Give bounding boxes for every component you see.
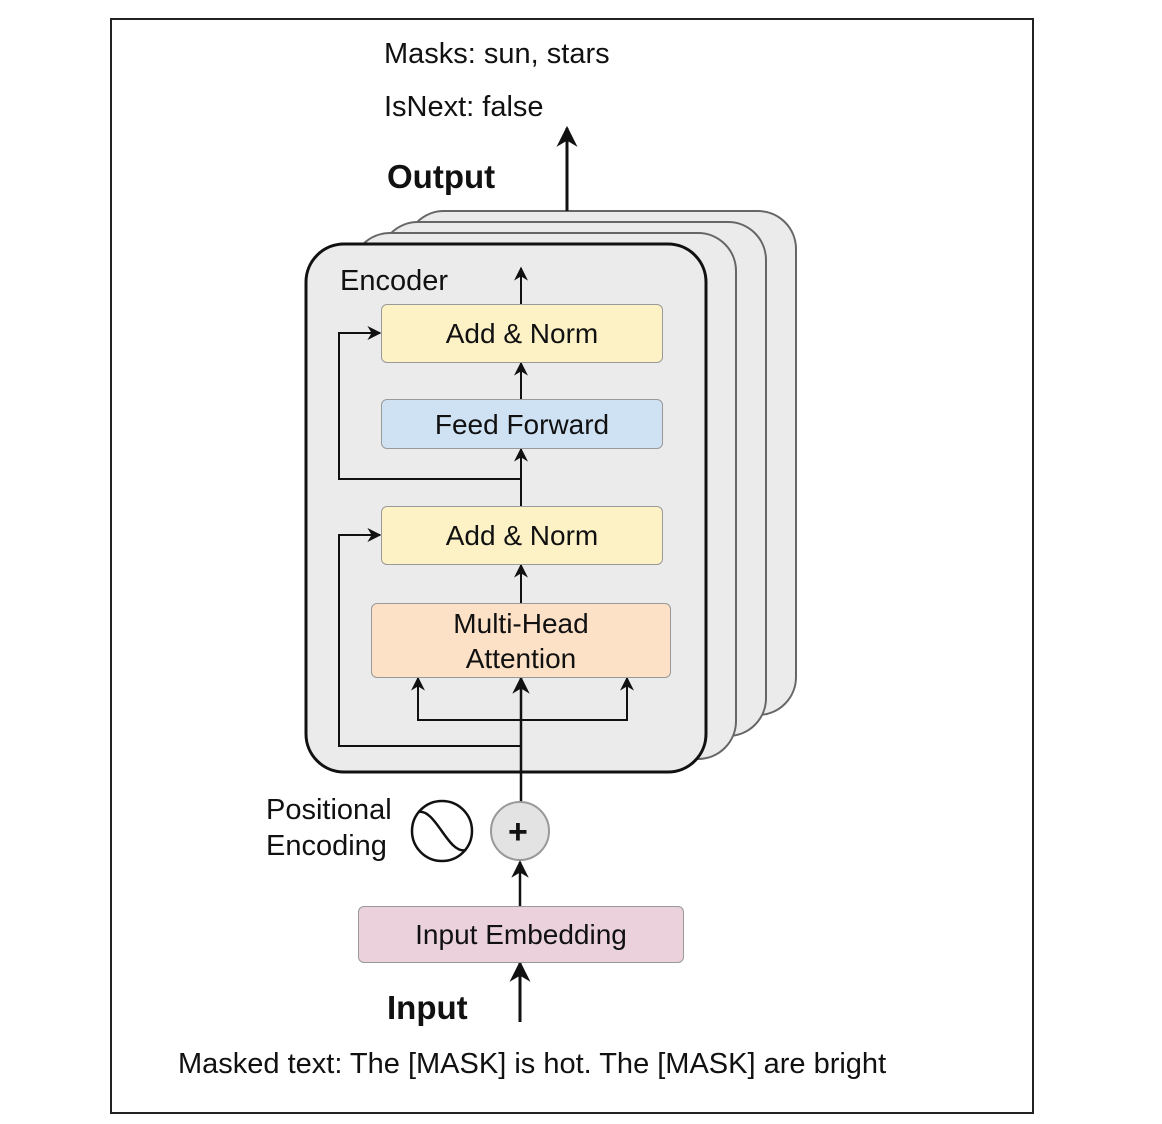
- diagram-frame: [110, 18, 1034, 1114]
- feed-forward-box: Feed Forward: [381, 399, 663, 449]
- plus-circle: [490, 801, 550, 861]
- plus-icon: +: [508, 813, 528, 851]
- masks-text: Masks: sun, stars: [384, 38, 610, 70]
- multi-head-label-line1: Multi-Head: [453, 607, 589, 639]
- add-norm-bottom-label: Add & Norm: [445, 520, 599, 551]
- multi-head-label-line2: Attention: [465, 642, 577, 674]
- feed-forward-label: Feed Forward: [434, 408, 610, 440]
- positional-label-line2: Encoding: [266, 830, 387, 862]
- residual-top: [338, 326, 521, 480]
- add-norm-top-label: Add & Norm: [445, 318, 599, 349]
- output-label: Output: [387, 158, 496, 195]
- attention-left-input: [411, 676, 521, 721]
- sine-icon: [410, 799, 474, 863]
- input-embedding-box: Input Embedding: [358, 906, 684, 963]
- encoder-title: Encoder: [340, 265, 449, 297]
- sine-wave: [417, 810, 467, 852]
- masked-text: Masked text: The [MASK] is hot. The [MAS…: [178, 1048, 887, 1080]
- multi-head-attention-box: Multi-Head Attention: [371, 603, 671, 678]
- input-label: Input: [387, 989, 468, 1026]
- residual-bottom: [338, 528, 521, 747]
- isnext-text: IsNext: false: [384, 91, 544, 123]
- attention-right-input: [521, 676, 634, 721]
- input-embedding-label: Input Embedding: [415, 919, 627, 950]
- add-norm-bottom-box: Add & Norm: [381, 506, 663, 565]
- positional-label-line1: Positional: [266, 794, 392, 826]
- add-norm-top-box: Add & Norm: [381, 304, 663, 363]
